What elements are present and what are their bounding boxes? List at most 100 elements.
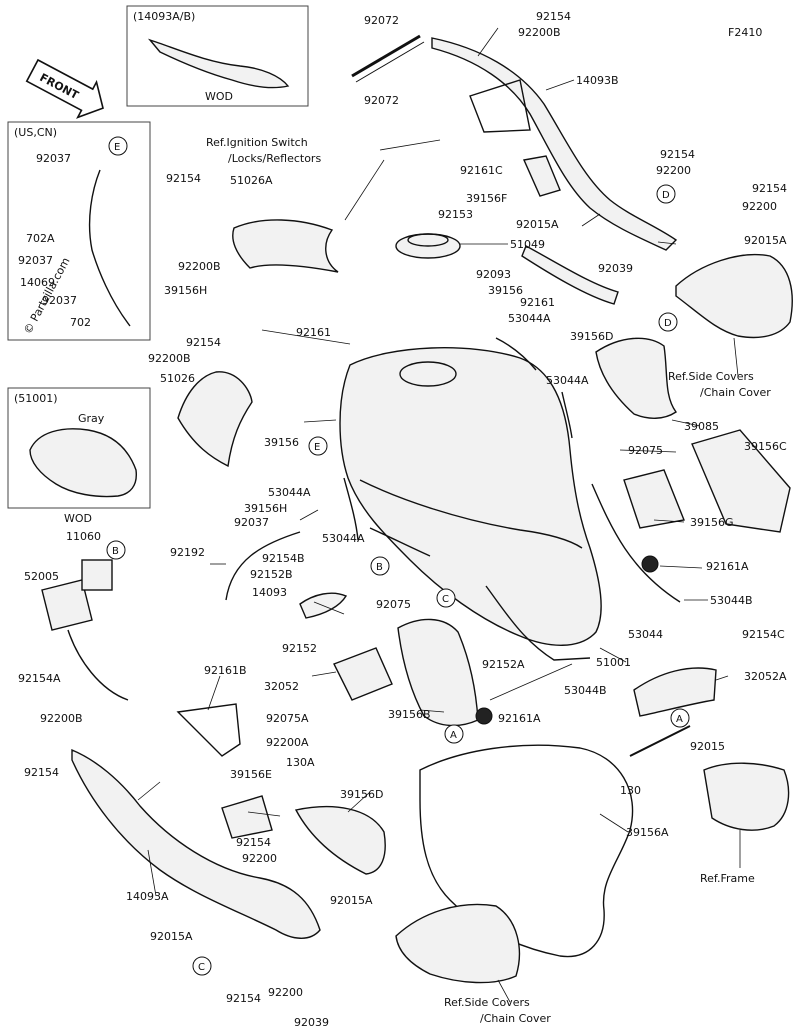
part-hose-53044a-mid [369, 527, 431, 557]
callout-circle-a-right: A [670, 708, 690, 728]
part-label: 39156H [244, 502, 287, 515]
part-label: 92153 [438, 208, 473, 221]
inset-wod-top [126, 5, 309, 107]
part-label: 53044A [546, 374, 589, 387]
part-hose-53044b-bottom [485, 585, 591, 661]
part-label: 92154 [226, 992, 261, 1005]
part-label: 92039 [294, 1016, 329, 1029]
part-pump-52005 [41, 579, 93, 631]
part-cover-14093a [71, 748, 321, 939]
part-label: 92200B [178, 260, 221, 273]
part-fitting-92161a-right [641, 555, 659, 573]
part-label: 39156 [488, 284, 523, 297]
part-label: 11060 [66, 530, 101, 543]
inset-us-cn-title: (US,CN) [14, 126, 57, 139]
part-label: 92161 [296, 326, 331, 339]
part-label: 130A [286, 756, 315, 769]
part-label: 92200B [518, 26, 561, 39]
callout-circle-d-bottom: D [658, 312, 678, 332]
ref-ignition-line2: /Locks/Reflectors [228, 152, 321, 165]
part-tube-702a [88, 169, 131, 327]
part-labels: 92154 92200B 92072 92072 14093B 92161C 9… [18, 10, 787, 1029]
part-label: 53044A [508, 312, 551, 325]
part-label: 92200 [242, 852, 277, 865]
part-pad-39156g [623, 469, 685, 529]
part-pad-39156c [691, 429, 791, 533]
callout-circle-b-inset: B [106, 540, 126, 560]
svg-text:E: E [314, 442, 320, 453]
part-label: 51026A [230, 174, 273, 187]
part-label: 32052A [744, 670, 787, 683]
part-label: 92161A [498, 712, 541, 725]
part-label: 92200B [148, 352, 191, 365]
part-pad-39156e [221, 795, 273, 839]
part-strip-92072-a [351, 34, 421, 78]
part-label: 92161 [520, 296, 555, 309]
part-hose-53044a-right [561, 391, 573, 439]
part-14093-wod-cover [147, 38, 290, 89]
part-label: 92200 [656, 164, 691, 177]
part-cover-51026a [232, 219, 339, 273]
part-pad-39085 [595, 337, 678, 419]
tank-seam [359, 479, 583, 549]
part-bracket-92161c [469, 79, 531, 133]
part-label: 39085 [684, 420, 719, 433]
svg-text:E: E [114, 142, 120, 153]
part-label: 92154 [24, 766, 59, 779]
part-pad-39156d-bottom [294, 805, 386, 875]
part-label: 92200A [266, 736, 309, 749]
part-label: 51049 [510, 238, 545, 251]
part-bracket-92161b [176, 703, 241, 757]
svg-text:D: D [664, 318, 672, 329]
inset-us-cn [7, 121, 151, 341]
fuel-cap-inner [407, 233, 449, 247]
ref-ignition-line1: Ref.Ignition Switch [206, 136, 308, 149]
part-label: 92015A [516, 218, 559, 231]
figure-code: F2410 [728, 26, 762, 39]
svg-text:C: C [198, 962, 205, 973]
part-label: 92152B [250, 568, 293, 581]
leader-lines [137, 27, 741, 1003]
part-cover-51026 [177, 371, 253, 468]
part-label: 39156B [388, 708, 431, 721]
part-label: 92154A [18, 672, 61, 685]
part-frame-ref [703, 762, 790, 831]
part-label: 92154 [186, 336, 221, 349]
ref-side-covers-right-line1: Ref.Side Covers [668, 370, 754, 383]
part-label: 92200B [40, 712, 83, 725]
part-label: 92161A [706, 560, 749, 573]
part-label: 702A [26, 232, 55, 245]
part-label: 92152 [282, 642, 317, 655]
part-label: 92154 [752, 182, 787, 195]
part-label: 53044A [322, 532, 365, 545]
part-label: 92039 [598, 262, 633, 275]
inset-tank-caption: WOD [64, 512, 92, 525]
part-label: 92037 [36, 152, 71, 165]
part-label: 702 [70, 316, 91, 329]
inset-tank-title: (51001) [14, 392, 58, 405]
part-pump-wire [67, 629, 129, 701]
part-label: 92015A [150, 930, 193, 943]
svg-text:B: B [112, 546, 119, 557]
part-side-cover-right [675, 253, 793, 339]
ref-side-covers-right-line2: /Chain Cover [700, 386, 771, 399]
svg-text:D: D [662, 190, 670, 201]
inset-tank-color: Gray [78, 412, 105, 425]
part-label: 92192 [170, 546, 205, 559]
part-label: 92161B [204, 664, 247, 677]
tank-filler-neck [399, 361, 457, 387]
part-label: 92154C [742, 628, 785, 641]
part-label: 39156G [690, 516, 734, 529]
svg-text:A: A [450, 730, 457, 741]
ref-frame: Ref.Frame [700, 872, 755, 885]
part-label: 14069 [20, 276, 55, 289]
callout-circle-e-inset: E [108, 136, 128, 156]
part-pad-39156f [522, 155, 561, 197]
part-label: 92075 [376, 598, 411, 611]
callout-circle-d-top: D [656, 184, 676, 204]
part-hose-53044a-left [343, 477, 359, 541]
inset-wod-top-caption: WOD [205, 90, 233, 103]
part-label: 39156A [626, 826, 669, 839]
part-label: 92152A [482, 658, 525, 671]
